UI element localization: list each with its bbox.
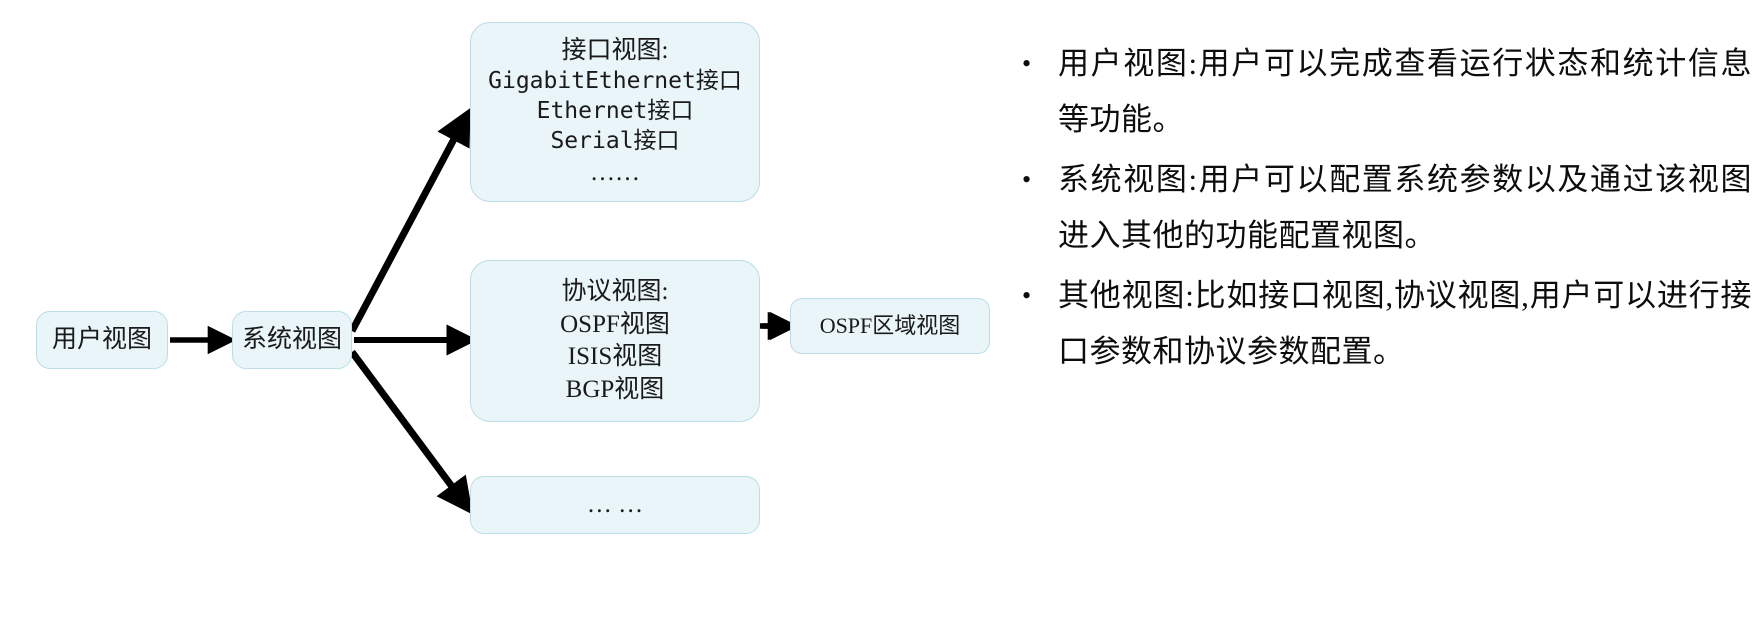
node-protocol-view-line-1: OSPF视图 <box>560 310 670 338</box>
node-system-view[interactable]: 系统视图 <box>232 311 352 369</box>
list-item: • 其他视图:比如接口视图,协议视图,用户可以进行接口参数和协议参数配置。 <box>1012 268 1752 380</box>
node-interface-view-line-1: GigabitEthernet接口 <box>488 68 742 95</box>
node-interface-view[interactable]: 接口视图: GigabitEthernet接口 Ethernet接口 Seria… <box>470 22 760 202</box>
arrow-system-to-interface <box>348 107 471 333</box>
list-item: • 用户视图:用户可以完成查看运行状态和统计信息等功能。 <box>1012 36 1752 148</box>
list-item: • 系统视图:用户可以配置系统参数以及通过该视图进入其他的功能配置视图。 <box>1012 152 1752 264</box>
bullet-marker-icon: • <box>1022 281 1032 310</box>
node-protocol-view-title: 协议视图: <box>561 278 669 305</box>
node-ospf-area-view[interactable]: OSPF区域视图 <box>790 298 990 354</box>
node-interface-view-line-4: …… <box>590 158 640 186</box>
arrow-system-to-other <box>349 349 473 515</box>
bullet-marker-icon: • <box>1022 49 1032 78</box>
view-description-list: • 用户视图:用户可以完成查看运行状态和统计信息等功能。 • 系统视图:用户可以… <box>1012 36 1752 384</box>
node-user-view[interactable]: 用户视图 <box>36 311 168 369</box>
node-interface-view-line-3: Serial接口 <box>550 127 680 154</box>
node-protocol-view-line-2: ISIS视图 <box>567 343 663 370</box>
bullet-marker-icon: • <box>1022 165 1032 194</box>
node-other-views[interactable]: … … <box>470 476 760 534</box>
node-ospf-area-view-label: OSPF区域视图 <box>819 312 961 338</box>
node-interface-view-title: 接口视图: <box>561 36 669 64</box>
node-system-view-label: 系统视图 <box>241 325 342 353</box>
list-item-text: 其他视图:比如接口视图,协议视图,用户可以进行接口参数和协议参数配置。 <box>1058 278 1752 369</box>
node-other-views-label: … … <box>586 490 644 518</box>
node-protocol-view-line-3: BGP视图 <box>565 375 665 403</box>
list-item-text: 用户视图:用户可以完成查看运行状态和统计信息等功能。 <box>1058 46 1752 137</box>
node-user-view-label: 用户视图 <box>51 325 152 353</box>
view-hierarchy-diagram: 用户视图 系统视图 接口视图: GigabitEthernet接口 Ethern… <box>36 22 990 534</box>
node-interface-view-line-2: Ethernet接口 <box>536 98 694 125</box>
list-item-text: 系统视图:用户可以配置系统参数以及通过该视图进入其他的功能配置视图。 <box>1058 162 1752 253</box>
node-protocol-view[interactable]: 协议视图: OSPF视图 ISIS视图 BGP视图 <box>470 260 760 422</box>
